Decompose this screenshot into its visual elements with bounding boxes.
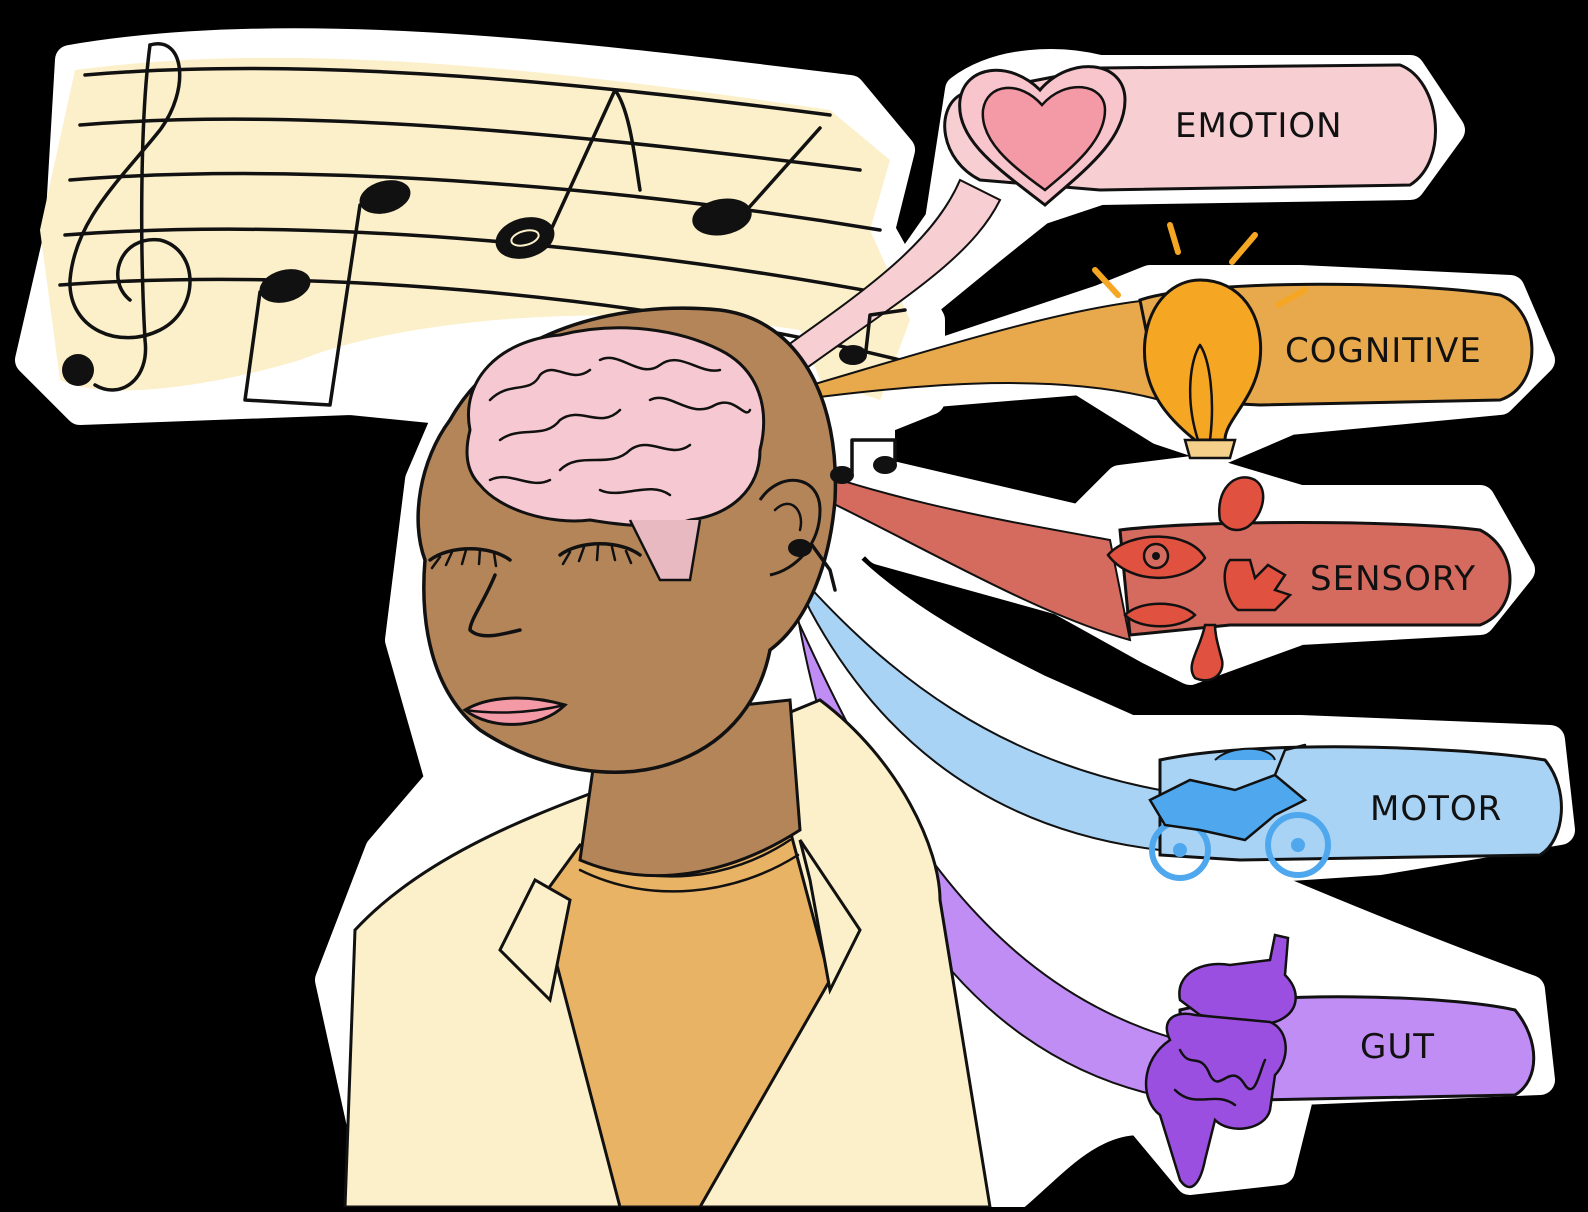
gut-label: GUT — [1360, 1027, 1435, 1067]
emotion-label: EMOTION — [1175, 106, 1343, 146]
motor-banner: MOTOR — [1150, 745, 1561, 878]
sensory-label: SENSORY — [1310, 559, 1476, 599]
cognitive-label: COGNITIVE — [1285, 331, 1482, 371]
lips-icon — [1125, 604, 1195, 627]
motor-label: MOTOR — [1370, 789, 1502, 829]
emotion-banner: EMOTION — [945, 65, 1436, 205]
